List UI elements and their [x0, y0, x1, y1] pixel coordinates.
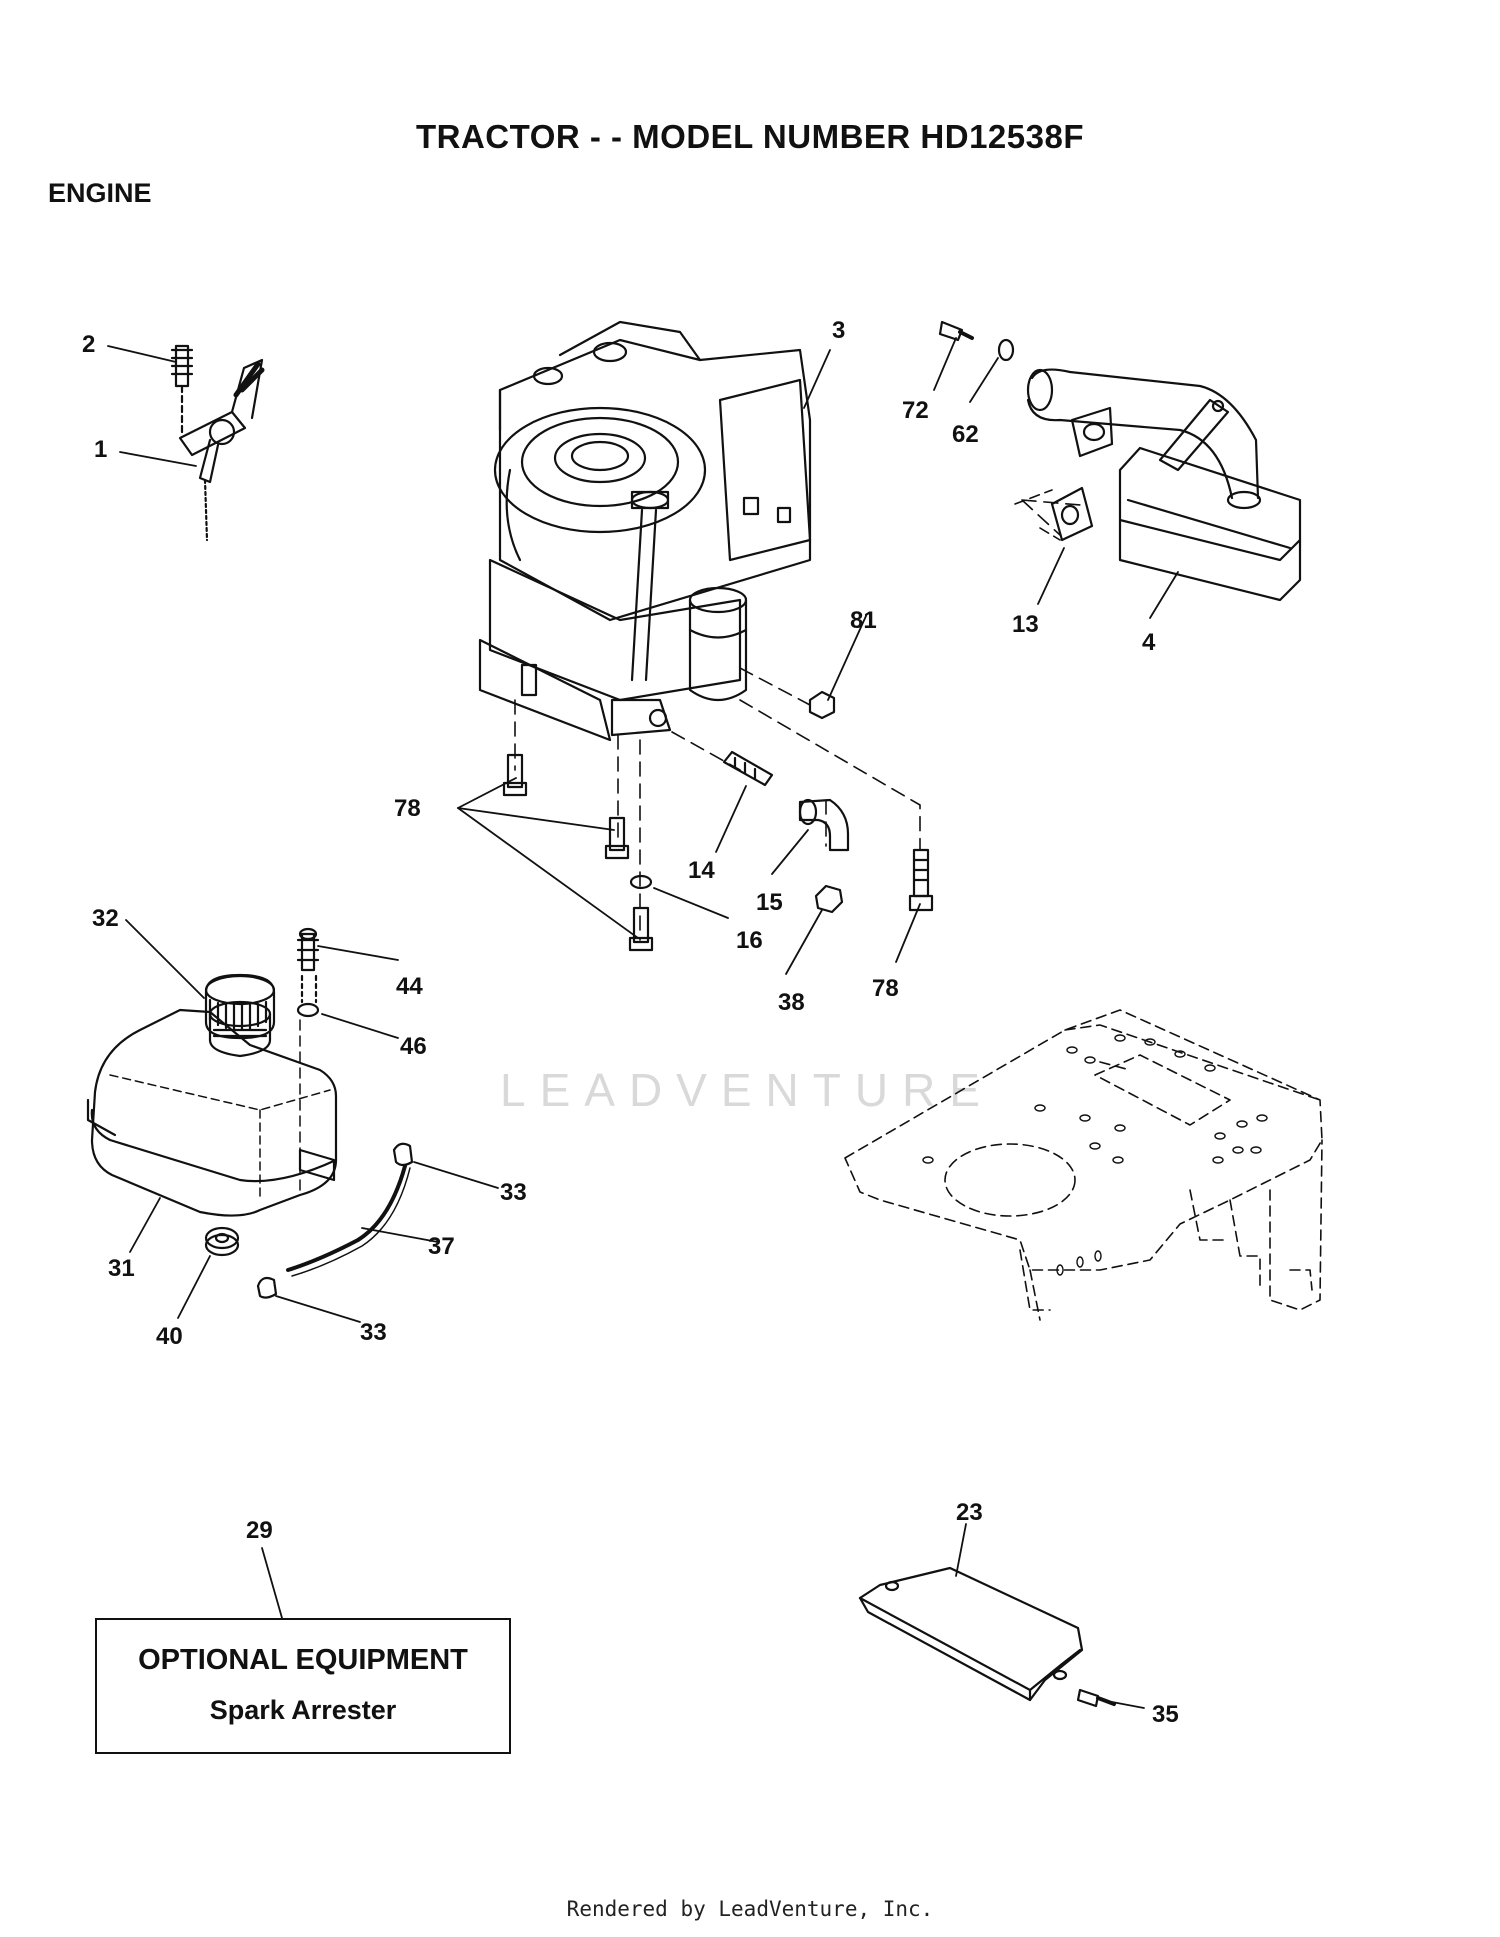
callout-33-bottom: 33	[360, 1319, 387, 1346]
frame-drawing	[844, 1009, 1323, 1321]
callout-78-left: 78	[394, 795, 421, 822]
callout-81: 81	[850, 607, 877, 634]
callout-78-right: 78	[872, 975, 899, 1002]
throttle-control-drawing	[170, 344, 265, 542]
washer-16-drawing	[629, 874, 653, 890]
engine-drawing	[478, 320, 812, 742]
callout-13: 13	[1012, 611, 1039, 638]
callout-33-top: 33	[500, 1179, 527, 1206]
bolt-78-drawings	[502, 753, 934, 952]
callout-31: 31	[108, 1255, 135, 1282]
callout-15: 15	[756, 889, 783, 916]
callout-3: 3	[832, 317, 845, 344]
watermark: LEADVENTURE	[500, 1064, 994, 1116]
callout-16: 16	[736, 927, 763, 954]
callout-46: 46	[400, 1033, 427, 1060]
optional-equipment-box: OPTIONAL EQUIPMENT Spark Arrester	[95, 1618, 511, 1754]
frame-holes	[922, 1034, 1268, 1276]
callout-23: 23	[956, 1499, 983, 1526]
page-title: TRACTOR - - MODEL NUMBER HD12538F	[415, 118, 1084, 155]
callout-4: 4	[1142, 629, 1156, 656]
callout-2: 2	[82, 331, 95, 358]
section-heading: ENGINE	[48, 178, 152, 208]
drain-fittings-drawing	[722, 750, 850, 852]
spark-arrester-label: Spark Arrester	[209, 1695, 397, 1725]
footer-credit: Rendered by LeadVenture, Inc.	[566, 1897, 934, 1921]
callout-40: 40	[156, 1323, 183, 1350]
callout-62: 62	[952, 421, 979, 448]
callout-35: 35	[1152, 1701, 1179, 1728]
callout-29: 29	[246, 1517, 273, 1544]
nut-81-drawing	[808, 690, 836, 720]
callout-14: 14	[688, 857, 715, 884]
callout-32: 32	[92, 905, 119, 932]
callout-72: 72	[902, 397, 929, 424]
optional-equipment-title: OPTIONAL EQUIPMENT	[138, 1644, 468, 1676]
nut-38-drawing	[814, 884, 844, 914]
assembly-lines	[514, 499, 1081, 941]
callout-38: 38	[778, 989, 805, 1016]
callout-37: 37	[428, 1233, 455, 1260]
fuel-tank-drawing	[86, 927, 414, 1299]
heat-shield-drawing	[858, 1566, 1116, 1708]
muffler-drawing	[938, 320, 1302, 602]
callout-1: 1	[94, 436, 107, 463]
callout-44: 44	[396, 973, 423, 1000]
leader-lines	[107, 337, 1179, 1709]
